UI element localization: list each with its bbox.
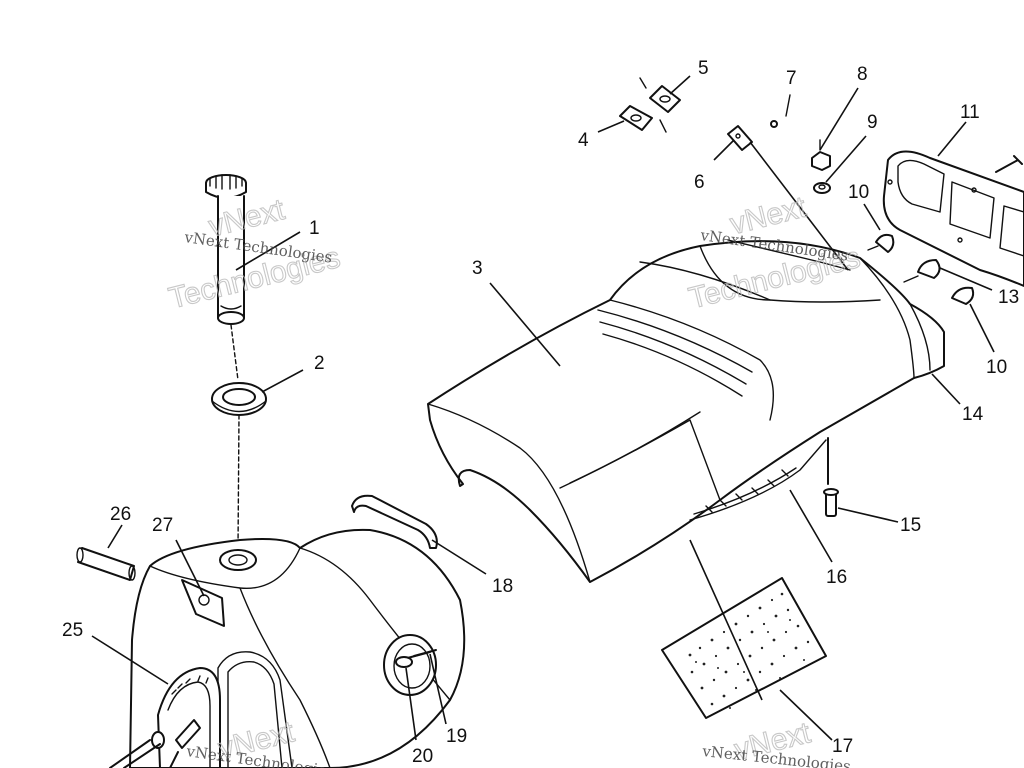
part-bracket-5 <box>639 77 681 133</box>
callout-20: 20 <box>412 746 433 767</box>
part-trim-strip <box>351 494 438 549</box>
part-rivet-7 <box>770 94 791 128</box>
part-foam-pad <box>661 577 827 719</box>
part-washer <box>813 182 831 194</box>
callout-10-lower: 10 <box>986 357 1007 378</box>
callout-13: 13 <box>998 287 1019 308</box>
callout-14: 14 <box>962 404 984 425</box>
callout-17: 17 <box>832 736 853 757</box>
part-fitting-19 <box>413 649 437 657</box>
callout-7: 7 <box>786 68 797 89</box>
part-filler-neck <box>205 174 247 325</box>
callout-10-upper: 10 <box>848 182 869 203</box>
callout-16: 16 <box>826 567 847 588</box>
part-fitting-20 <box>395 656 413 668</box>
callout-4: 4 <box>578 130 589 151</box>
callout-18: 18 <box>492 576 513 597</box>
callout-5: 5 <box>698 58 709 79</box>
part-fuel-tank <box>109 528 466 768</box>
leader-lines <box>91 75 995 741</box>
callout-3: 3 <box>472 258 483 279</box>
callout-numbers: 1 2 3 4 5 6 7 8 9 10 10 11 13 14 15 16 1… <box>62 58 1019 767</box>
part-bulb-10-lower <box>951 286 975 305</box>
callout-1: 1 <box>309 218 320 239</box>
part-bulb-13 <box>903 259 941 283</box>
callout-6: 6 <box>694 172 705 193</box>
part-screw <box>823 488 839 517</box>
part-tail-lens <box>882 150 1024 287</box>
callout-8: 8 <box>857 64 868 85</box>
callout-26: 26 <box>110 504 131 525</box>
part-bulb-10-upper <box>867 233 895 253</box>
foam-texture <box>688 592 810 709</box>
part-vent-hose <box>76 547 136 581</box>
part-seat <box>427 239 945 583</box>
part-bracket-4 <box>619 105 653 131</box>
part-grommet <box>211 382 267 416</box>
callout-11: 11 <box>960 102 980 123</box>
callout-25: 25 <box>62 620 83 641</box>
callout-19: 19 <box>446 726 467 747</box>
callout-27: 27 <box>152 515 173 536</box>
part-bracket-6 <box>727 125 753 151</box>
callout-2: 2 <box>314 353 325 374</box>
callout-15: 15 <box>900 515 921 536</box>
callout-9: 9 <box>867 112 878 133</box>
part-nut <box>811 139 831 171</box>
